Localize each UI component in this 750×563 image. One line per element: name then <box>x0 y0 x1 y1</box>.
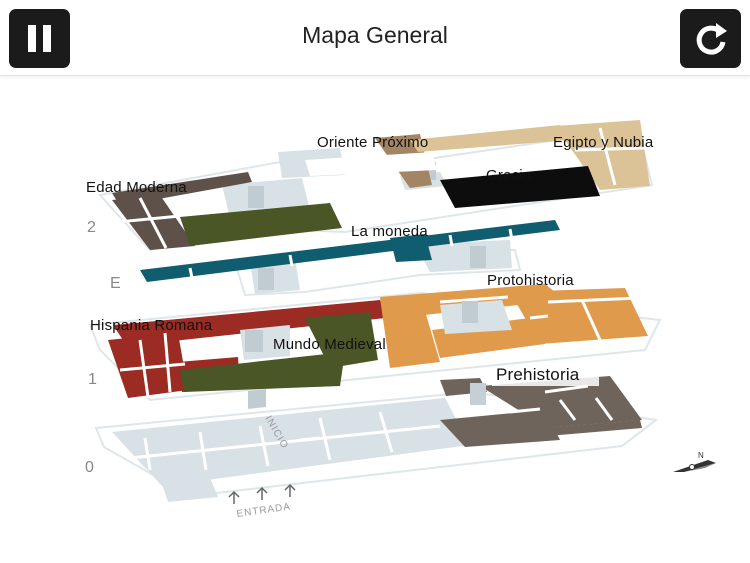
label-grecia: Grecia <box>486 167 532 184</box>
label-hispania-romana: Hispania Romana <box>90 317 213 334</box>
label-edad-moderna: Edad Moderna <box>86 179 187 196</box>
floor-1[interactable] <box>88 284 662 402</box>
label-la-moneda: La moneda <box>351 223 428 240</box>
room-mundo-medieval[interactable] <box>180 352 345 392</box>
floor-0[interactable] <box>94 360 659 502</box>
page-title: Mapa General <box>302 22 448 48</box>
refresh-icon <box>696 23 727 55</box>
label-egipto-nubia: Egipto y Nubia <box>553 134 654 151</box>
entrance-arrows-icon <box>228 483 296 504</box>
floor-label-2: 2 <box>87 219 96 236</box>
floor-e[interactable] <box>140 220 560 297</box>
label-entrada: ENTRADA <box>236 501 292 520</box>
floor-label-e: E <box>110 275 121 292</box>
compass-icon <box>673 460 716 472</box>
label-protohistoria: Protohistoria <box>487 272 574 289</box>
floor-2[interactable] <box>98 120 654 252</box>
pause-button[interactable] <box>9 9 70 68</box>
room-grecia[interactable] <box>440 166 600 208</box>
label-mundo-medieval: Mundo Medieval <box>273 336 386 353</box>
room-green-floor2[interactable] <box>180 203 342 246</box>
top-bar: Mapa General <box>0 0 750 76</box>
refresh-button[interactable] <box>680 9 741 68</box>
room-prehistoria-lower[interactable] <box>440 410 560 447</box>
compass-north-label: N <box>698 451 704 460</box>
floor-label-0: 0 <box>85 459 94 476</box>
room-hispania-romana[interactable] <box>113 300 386 346</box>
pause-icon <box>28 25 51 52</box>
label-prehistoria: Prehistoria <box>496 365 580 384</box>
label-oriente-proximo: Oriente Próximo <box>317 134 428 151</box>
room-la-moneda[interactable] <box>140 220 560 282</box>
floor-label-1: 1 <box>88 371 97 388</box>
room-egipto-nubia[interactable] <box>410 125 570 152</box>
